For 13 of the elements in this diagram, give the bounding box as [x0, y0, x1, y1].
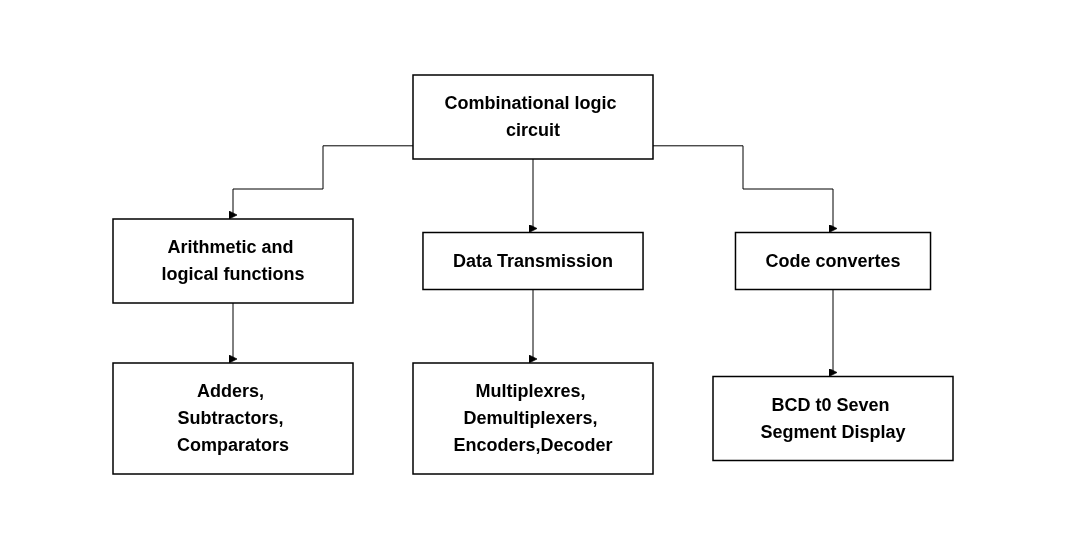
arrow	[228, 302, 237, 363]
node-box: Combinational logic circuit	[411, 73, 654, 160]
arrow	[528, 158, 537, 233]
node-box: Data Transmission	[421, 231, 644, 290]
node-box: Arithmetic and logical functions	[111, 217, 354, 304]
node-box: Code convertes	[734, 231, 931, 290]
node-box: Adders, Subtractors, Comparators	[111, 361, 354, 475]
node-box: Multiplexres, Demultiplexers, Encoders,Decoder	[411, 361, 654, 475]
arrow	[528, 288, 537, 363]
node-box: BCD t0 Seven Segment Display	[711, 375, 954, 461]
arrow	[828, 288, 837, 377]
arrow	[652, 144, 837, 233]
arrow	[228, 144, 413, 219]
